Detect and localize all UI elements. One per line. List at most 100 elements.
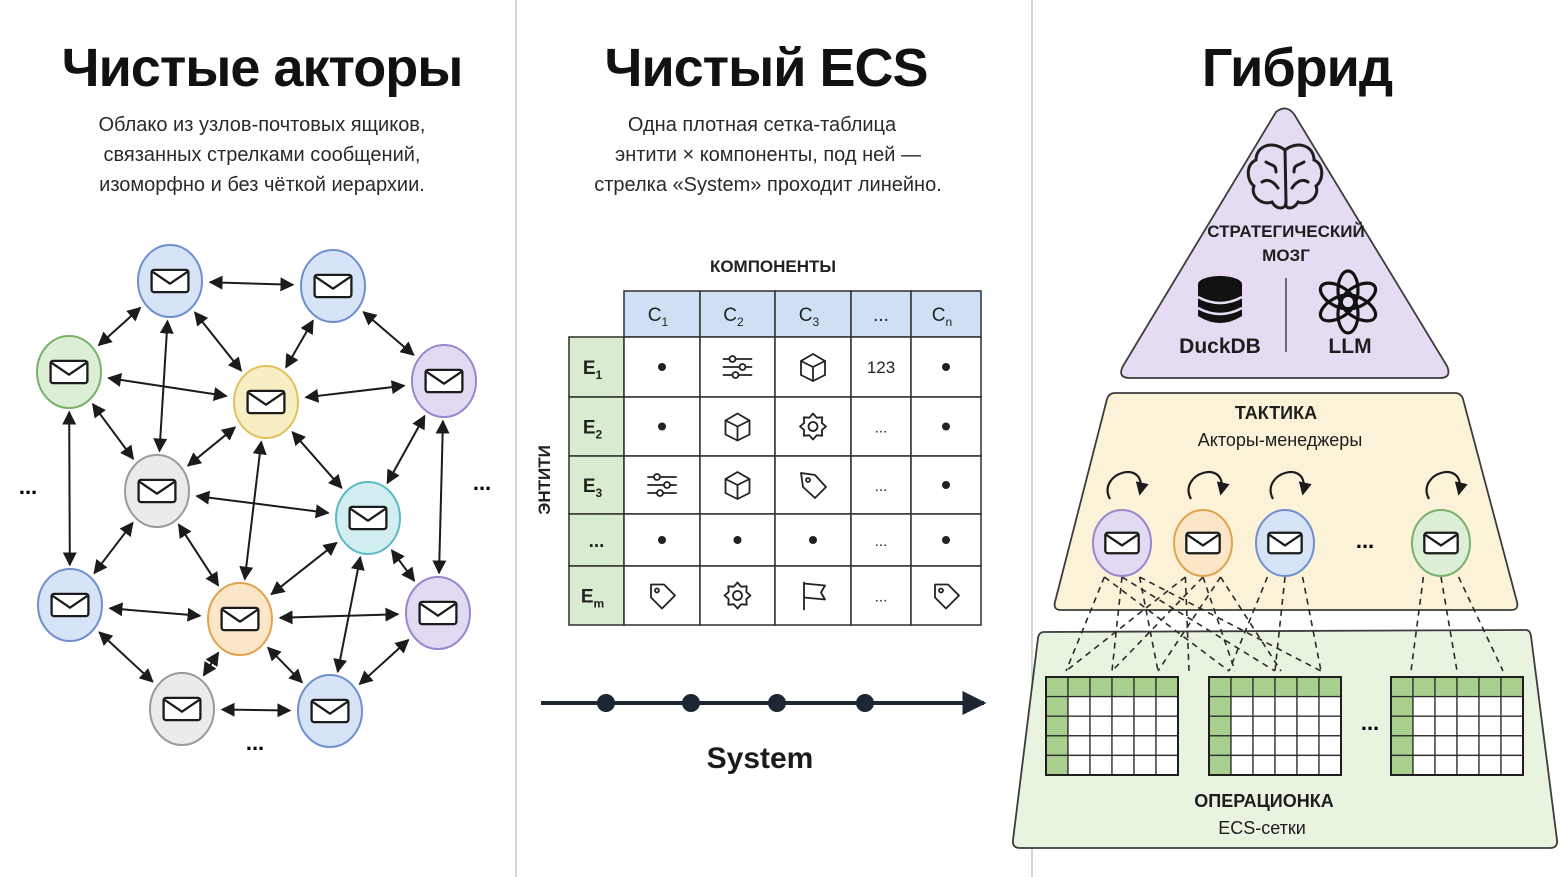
- delegation-line: [1228, 576, 1269, 672]
- delegation-line: [1274, 576, 1286, 672]
- message-arrow: [93, 521, 134, 575]
- ecs-mini-grid: [1390, 676, 1524, 776]
- ecs-cell: [850, 396, 912, 457]
- strategy-title-line2: МОЗГ: [1262, 246, 1310, 265]
- ecs-mini-grid-border: [1208, 676, 1342, 776]
- message-arrow: [239, 440, 267, 581]
- ecs-cell: [774, 455, 852, 515]
- ecs-mini-cell: [1318, 735, 1342, 757]
- message-arrows: [62, 275, 450, 718]
- delegation-line: [1219, 576, 1282, 672]
- self-loop-arrow: [1106, 471, 1149, 500]
- ecs-mini-cell: [1434, 695, 1458, 717]
- delegation-line: [1065, 576, 1186, 672]
- ecs-mini-cell: [1230, 754, 1254, 776]
- ecs-mini-cell: [1500, 754, 1524, 776]
- mailbox-node: [411, 344, 477, 418]
- delegation-line: [1103, 576, 1230, 672]
- component-header-cell: [623, 290, 701, 338]
- ecs-cell: [850, 513, 912, 567]
- operations-title: ОПЕРАЦИОНКА: [1194, 791, 1333, 811]
- component-header-cell: [774, 290, 852, 338]
- ecs-mini-cell: [1208, 695, 1232, 717]
- actors-ellipsis-right: ...: [473, 470, 491, 495]
- mailbox-node: [124, 454, 190, 528]
- database-icon: [1197, 276, 1243, 323]
- ecs-mini-grid: [1045, 676, 1179, 776]
- ecs-mini-cell: [1390, 695, 1414, 717]
- delegation-line: [1157, 576, 1222, 672]
- message-arrow: [202, 651, 220, 677]
- system-step-dot: [768, 694, 786, 712]
- envelope-icon: [418, 600, 458, 626]
- tactics-title: ТАКТИКА: [1235, 403, 1317, 423]
- ecs-mini-cell: [1230, 676, 1254, 698]
- envelope-icon: [1423, 531, 1459, 555]
- entity-header-label: ...: [589, 531, 605, 552]
- message-arrow: [195, 490, 330, 519]
- system-step-dot: [856, 694, 874, 712]
- mailbox-node: [233, 365, 299, 439]
- ecs-mini-cell: [1089, 754, 1113, 776]
- ecs-mini-cell: [1434, 676, 1458, 698]
- actors-description-line2: связанных стрелками сообщений,: [104, 144, 421, 166]
- delegation-line: [1202, 576, 1236, 672]
- ecs-mini-cell: [1230, 715, 1254, 737]
- ecs-mini-cell: [1274, 735, 1298, 757]
- dot-icon: [942, 481, 950, 489]
- mailbox-node: [335, 481, 401, 555]
- envelope-icon: [150, 268, 190, 294]
- ecs-mini-cell: [1390, 715, 1414, 737]
- ecs-mini-cell: [1089, 695, 1113, 717]
- cube-icon: [724, 412, 751, 442]
- envelope-icon: [310, 698, 350, 724]
- ecs-mini-cell: [1067, 735, 1091, 757]
- ecs-mini-cell: [1230, 735, 1254, 757]
- hybrid-title: Гибрид: [1202, 38, 1393, 98]
- strategy-title-line1: СТРАТЕГИЧЕСКИЙ: [1207, 222, 1364, 241]
- ecs-mini-cell: [1208, 754, 1232, 776]
- ecs-mini-cell: [1208, 676, 1232, 698]
- envelope-icon: [1267, 531, 1303, 555]
- ecs-cell: [850, 455, 912, 515]
- operations-ellipsis: ...: [1361, 710, 1379, 735]
- manager-actor-node: [1255, 509, 1315, 577]
- delegation-line: [1139, 576, 1322, 672]
- ecs-mini-cell: [1412, 695, 1436, 717]
- component-header-cell: [699, 290, 776, 338]
- ecs-mini-cell: [1155, 676, 1179, 698]
- ecs-mini-cell: [1296, 754, 1320, 776]
- duckdb-label: DuckDB: [1179, 335, 1261, 358]
- ecs-mini-cell: [1252, 695, 1276, 717]
- message-arrow: [193, 311, 243, 372]
- brain-icon: [1246, 143, 1324, 210]
- ecs-mini-cell: [1045, 715, 1069, 737]
- ecs-cell-value: ...: [875, 420, 888, 437]
- ecs-mini-cell: [1155, 754, 1179, 776]
- actors-description-line3: изоморфно и без чёткой иерархии.: [99, 174, 425, 196]
- entity-header-cell: [568, 396, 625, 457]
- message-arrow: [278, 607, 400, 625]
- ecs-mini-cell: [1500, 715, 1524, 737]
- ecs-mini-cell: [1500, 735, 1524, 757]
- delegation-line: [1410, 576, 1425, 672]
- component-header-cell: [910, 290, 982, 338]
- message-arrow: [97, 306, 142, 347]
- ecs-mini-cell: [1208, 735, 1232, 757]
- message-arrow: [390, 549, 416, 582]
- ecs-mini-cell: [1500, 695, 1524, 717]
- ecs-cell: [774, 565, 852, 626]
- ecs-cell-value: ...: [875, 533, 888, 550]
- ecs-mini-cell: [1045, 676, 1069, 698]
- flag-icon: [803, 581, 826, 611]
- ecs-mini-cell: [1318, 754, 1342, 776]
- message-arrow: [220, 702, 292, 718]
- message-arrow: [291, 430, 343, 490]
- envelope-icon: [50, 592, 90, 618]
- ecs-mini-cell: [1089, 715, 1113, 737]
- mailbox-nodes: [36, 244, 477, 748]
- dot-icon: [942, 363, 950, 371]
- ecs-mini-cell: [1067, 715, 1091, 737]
- mailbox-node: [207, 582, 273, 656]
- delegation-line: [1065, 576, 1106, 672]
